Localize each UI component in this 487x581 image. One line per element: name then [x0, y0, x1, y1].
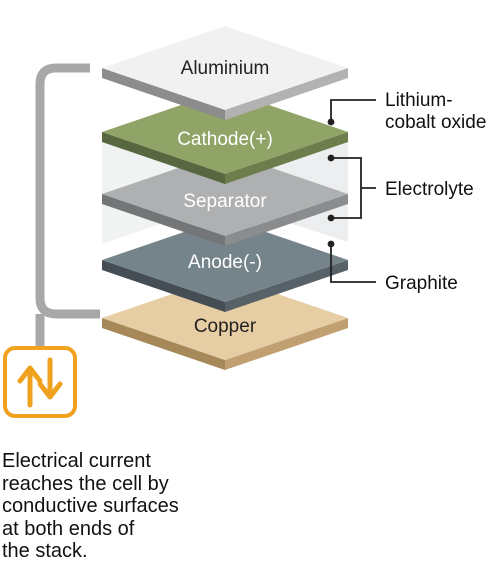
copper-layer-top-face [102, 276, 348, 360]
caption-line: the stack. [2, 540, 88, 562]
cathode-leader-dot [327, 118, 335, 126]
caption-line: conductive surfaces [2, 495, 179, 517]
aluminium-layer-label: Aluminium [181, 58, 270, 79]
cathode-layer: Cathode(+) [102, 90, 348, 184]
copper-layer: Copper [102, 276, 348, 370]
cathode-leader-line [330, 99, 376, 122]
up-down-arrows-icon [3, 346, 77, 418]
anode-leader-line [330, 244, 376, 283]
aluminium-layer: Aluminium [102, 26, 348, 120]
cathode-material-label-line1: Lithium- [385, 90, 453, 111]
separator-layer-side-edge [225, 194, 348, 246]
cathode-layer-front-edge [102, 132, 225, 184]
separator-layer-label: Separator [183, 191, 267, 212]
separator-layer-front-edge [102, 194, 225, 246]
electrolyte-bracket-line [331, 157, 376, 219]
cathode-layer-top-face [102, 90, 348, 174]
anode-layer-label: Anode(-) [188, 252, 262, 273]
anode-layer: Anode(-) [102, 218, 348, 312]
copper-layer-front-edge [102, 318, 225, 370]
aluminium-layer-front-edge [102, 68, 225, 120]
cathode-material-label-line2: cobalt oxide [385, 112, 486, 133]
aluminium-layer-top-face [102, 26, 348, 110]
callout-leaders [327, 99, 376, 283]
anode-layer-side-edge [225, 260, 348, 312]
current-bracket [35, 63, 100, 350]
copper-layer-side-edge [225, 318, 348, 370]
cathode-layer-side-edge [225, 132, 348, 184]
electrolyte-label: Electrolyte [385, 179, 474, 200]
electrolyte-leader-dot-bottom [327, 214, 335, 222]
copper-layer-label: Copper [194, 316, 257, 337]
cathode-layer-label: Cathode(+) [177, 129, 273, 150]
anode-layer-front-edge [102, 260, 225, 312]
caption-line: at both ends of [2, 517, 135, 540]
aluminium-layer-side-edge [225, 68, 348, 120]
caption-line: reaches the cell by [2, 472, 169, 495]
separator-layer-top-face [102, 152, 348, 236]
anode-material-label: Graphite [385, 273, 458, 294]
caption-text: Electrical current reaches the cell by c… [2, 450, 302, 563]
electrolyte-leader-dot-top [327, 154, 335, 162]
separator-layer: Separator [102, 152, 348, 246]
anode-layer-top-face [102, 218, 348, 302]
anode-leader-dot [327, 240, 335, 248]
caption-line: Electrical current [2, 450, 151, 472]
